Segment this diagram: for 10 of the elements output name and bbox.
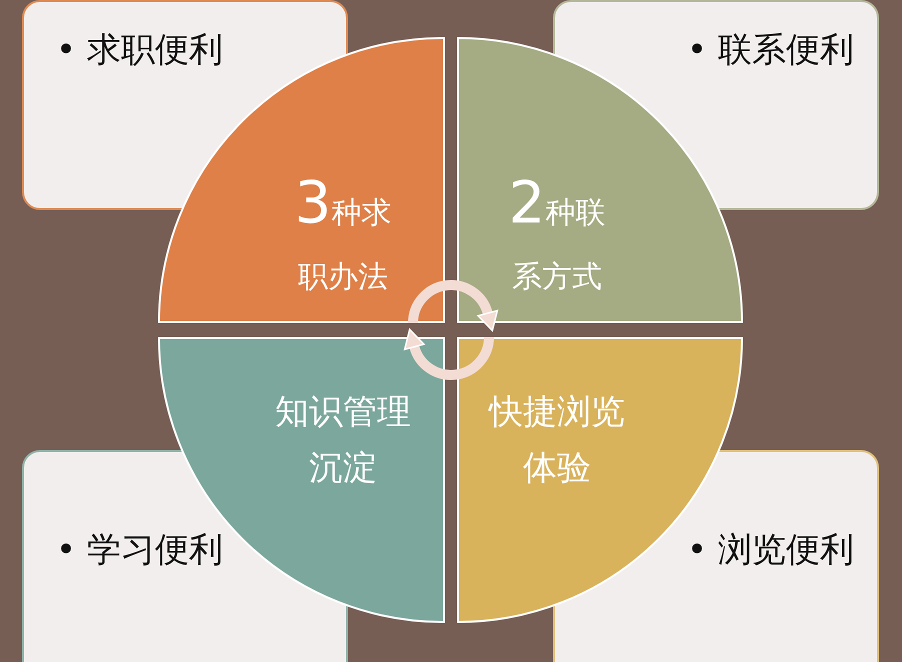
bullet-text: • 联系便利 xyxy=(687,29,854,72)
curved-arrow xyxy=(408,280,498,331)
curved-arrow xyxy=(404,329,494,380)
segment-text: 快捷浏览体验 xyxy=(487,391,626,490)
bullet-text: • 学习便利 xyxy=(56,529,223,572)
segment-text: 3种求职办法 xyxy=(294,170,392,296)
bullet-text: • 求职便利 xyxy=(56,29,223,72)
segment-text: 知识管理沉淀 xyxy=(274,391,412,490)
segment-text: 2种联系方式 xyxy=(508,170,606,296)
bullet-text: • 浏览便利 xyxy=(687,529,854,572)
